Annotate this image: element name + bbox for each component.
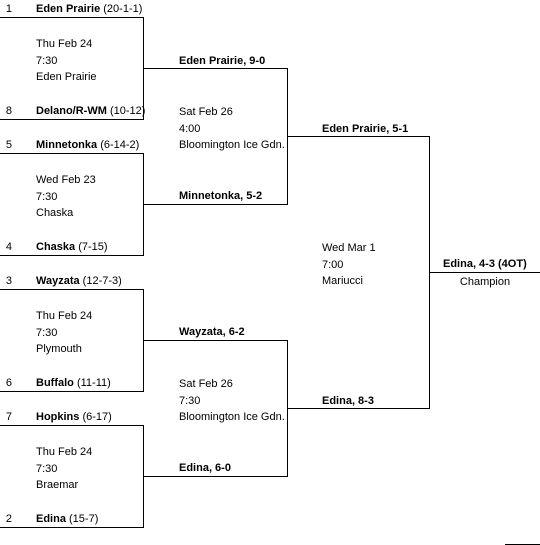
seed-number: 1	[5, 3, 12, 15]
bracket-line	[143, 340, 288, 341]
game-venue: Bloomington Ice Gdn.	[179, 139, 285, 151]
team-record: (10-12)	[109, 105, 146, 117]
team-name: Minnetonka	[36, 139, 98, 151]
bracket-line	[0, 17, 144, 18]
bracket-line	[0, 391, 144, 392]
team-name: Hopkins	[36, 411, 80, 423]
game-venue: Mariucci	[322, 275, 363, 287]
bracket-line	[287, 136, 430, 137]
team-entry: Wayzata (12-7-3)	[36, 275, 122, 288]
game-venue: Plymouth	[36, 343, 82, 355]
bracket-line	[143, 204, 288, 205]
bracket-line	[143, 68, 288, 69]
bracket-line	[0, 119, 144, 120]
bracket-line	[0, 425, 144, 426]
round2-result: Eden Prairie, 9-0	[179, 55, 266, 67]
champion-result: Edina, 4-3 (4OT)	[443, 258, 527, 270]
seed-number: 2	[5, 513, 12, 525]
game-time: 7:30	[36, 55, 58, 67]
game-date: Thu Feb 24	[36, 38, 93, 50]
seed-number: 5	[5, 139, 12, 151]
bracket-line	[0, 153, 144, 154]
team-entry: Eden Prairie (20-1-1)	[36, 3, 142, 16]
team-entry: Edina (15-7)	[36, 513, 98, 526]
bracket-line	[0, 527, 144, 528]
game-date: Wed Feb 23	[36, 174, 96, 186]
bracket-line	[287, 408, 430, 409]
team-name: Delano/R-WM	[36, 105, 107, 117]
team-entry: Chaska (7-15)	[36, 241, 108, 254]
game-time: 7:00	[322, 259, 344, 271]
game-venue: Bloomington Ice Gdn.	[179, 411, 285, 423]
team-name: Eden Prairie	[36, 3, 101, 15]
seed-number: 3	[5, 275, 12, 287]
team-name: Wayzata	[36, 275, 80, 287]
bracket-line	[143, 476, 288, 477]
game-venue: Chaska	[36, 207, 74, 219]
game-time: 7:30	[36, 463, 58, 475]
game-date: Thu Feb 24	[36, 310, 93, 322]
team-record: (20-1-1)	[103, 3, 143, 15]
game-date: Wed Mar 1	[322, 242, 376, 254]
team-name: Edina	[36, 513, 66, 525]
semifinal-result: Eden Prairie, 5-1	[322, 123, 409, 135]
team-entry: Hopkins (6-17)	[36, 411, 112, 424]
team-record: (6-14-2)	[100, 139, 140, 151]
team-record: (12-7-3)	[82, 275, 122, 287]
bracket-line	[0, 255, 144, 256]
seed-number: 7	[5, 411, 12, 423]
seed-number: 4	[5, 241, 12, 253]
game-venue: Braemar	[36, 479, 79, 491]
seed-number: 8	[5, 105, 12, 117]
champion-label: Champion	[459, 276, 511, 288]
team-record: (6-17)	[82, 411, 112, 423]
game-time: 7:30	[179, 395, 201, 407]
game-time: 4:00	[179, 123, 201, 135]
game-venue: Eden Prairie	[36, 71, 97, 83]
round2-result: Edina, 6-0	[179, 462, 231, 474]
game-date: Sat Feb 26	[179, 378, 233, 390]
game-date: Thu Feb 24	[36, 446, 93, 458]
game-date: Sat Feb 26	[179, 106, 233, 118]
team-entry: Minnetonka (6-14-2)	[36, 139, 139, 152]
semifinal-result: Edina, 8-3	[322, 395, 374, 407]
game-time: 7:30	[36, 327, 58, 339]
bracket-line	[0, 289, 144, 290]
seed-number: 6	[5, 377, 12, 389]
team-name: Chaska	[36, 241, 76, 253]
team-entry: Buffalo (11-11)	[36, 377, 111, 390]
round2-result: Wayzata, 6-2	[179, 326, 245, 338]
game-time: 7:30	[36, 191, 58, 203]
team-name: Buffalo	[36, 377, 74, 389]
team-record: (15-7)	[69, 513, 99, 525]
team-entry: Delano/R-WM (10-12)	[36, 105, 145, 118]
bracket-line	[429, 272, 540, 273]
team-record: (7-15)	[78, 241, 108, 253]
team-record: (11-11)	[76, 377, 111, 389]
round2-result: Minnetonka, 5-2	[179, 190, 263, 202]
